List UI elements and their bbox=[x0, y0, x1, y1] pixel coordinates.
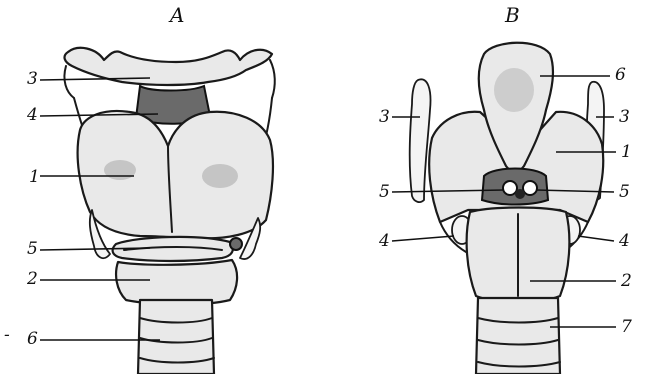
panel-b-title: B bbox=[504, 3, 520, 27]
shading-a1 bbox=[104, 160, 136, 180]
label-b-3-right: 3 bbox=[619, 107, 630, 127]
interarytenoid-b bbox=[515, 189, 525, 199]
shading-b1 bbox=[494, 68, 534, 112]
label-b-7: 7 bbox=[621, 317, 632, 337]
leader-b-4-left bbox=[392, 236, 454, 241]
cricoid-cartilage-a bbox=[116, 260, 237, 305]
dash-mark: - bbox=[4, 325, 10, 345]
panel-a-title: A bbox=[168, 3, 184, 27]
panel-b: B 6 3 3 1 5 bbox=[378, 3, 632, 374]
hyoid-greater-horn-left-a bbox=[64, 66, 74, 98]
trachea-b bbox=[476, 298, 560, 374]
label-a-1: 1 bbox=[29, 167, 40, 187]
label-a-3: 3 bbox=[27, 69, 38, 89]
panel-a: A 3 4 1 5 bbox=[4, 3, 275, 374]
label-b-4-left: 4 bbox=[378, 231, 390, 251]
arytenoid-right-b bbox=[523, 181, 537, 195]
leader-b-4-right bbox=[578, 236, 614, 241]
label-a-5: 5 bbox=[27, 239, 38, 259]
label-a-2: 2 bbox=[26, 269, 38, 289]
label-b-6: 6 bbox=[615, 65, 626, 85]
arytenoid-left-b bbox=[503, 181, 517, 195]
label-b-5-right: 5 bbox=[619, 182, 630, 202]
label-b-2: 2 bbox=[620, 271, 632, 291]
hyoid-greater-horn-right-a bbox=[270, 60, 275, 98]
label-a-4: 4 bbox=[26, 105, 38, 125]
label-a-6: 6 bbox=[27, 329, 38, 349]
label-b-3-left: 3 bbox=[379, 107, 390, 127]
shading-a2 bbox=[202, 164, 238, 188]
superior-horn-left-b bbox=[410, 79, 431, 202]
cricothyroid-joint-a bbox=[230, 238, 242, 250]
label-b-4-right: 4 bbox=[618, 231, 630, 251]
label-b-1: 1 bbox=[621, 142, 632, 162]
label-b-5-left: 5 bbox=[379, 182, 390, 202]
